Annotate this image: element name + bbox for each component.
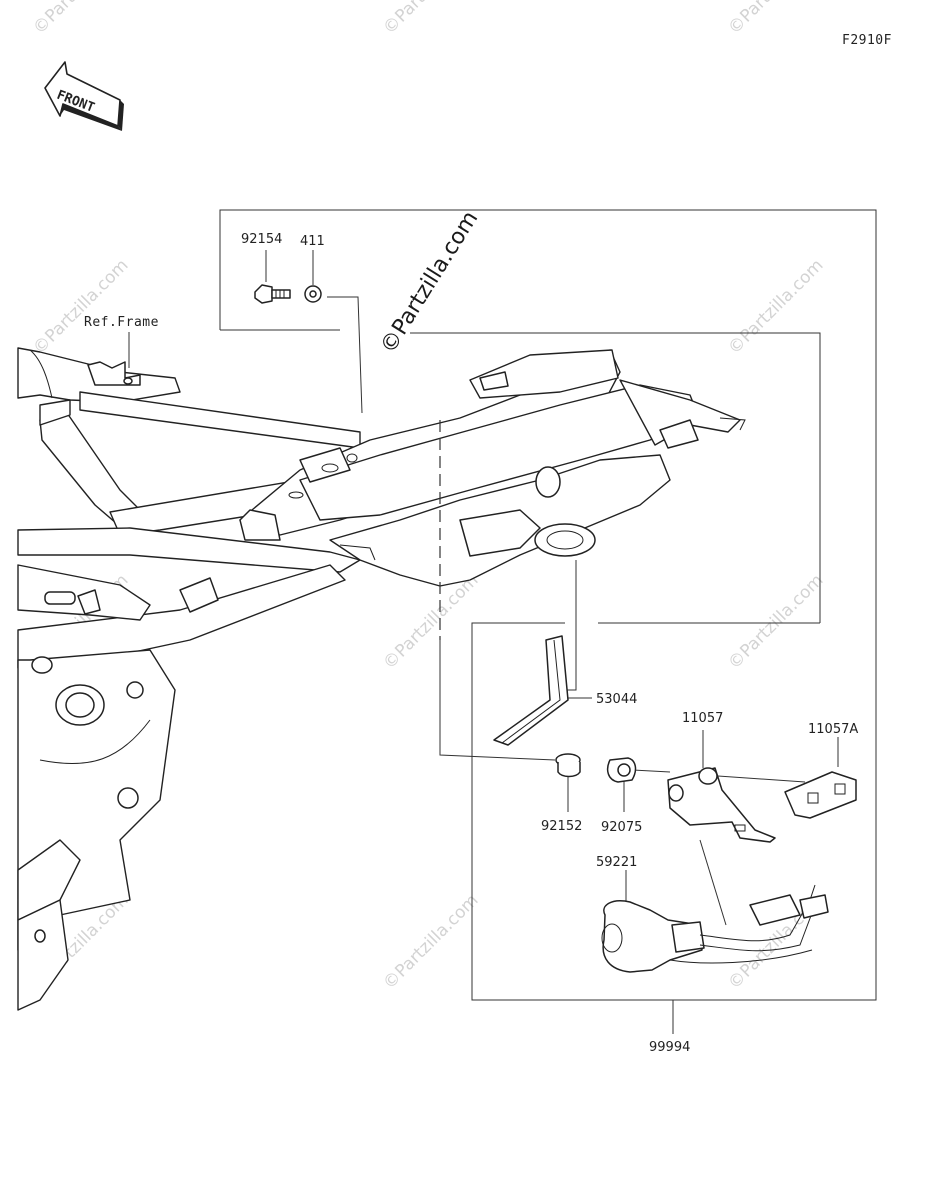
part-411-washer	[304, 285, 322, 303]
part-92154-bolt	[254, 284, 291, 304]
watermark: ©Partzilla.com	[29, 255, 132, 358]
part-label-53044: 53044	[596, 692, 637, 707]
watermark: ©Partzilla.com	[379, 0, 482, 39]
watermark: ©Partzilla.com	[29, 0, 132, 39]
watermark-main: ©Partzilla.com	[376, 207, 483, 358]
watermark: ©Partzilla.com	[379, 890, 482, 993]
watermark: ©Partzilla.com	[379, 570, 482, 673]
part-label-92075: 92075	[601, 820, 642, 835]
motorcycle-frame	[17, 347, 381, 1011]
kit-outline	[219, 209, 877, 1001]
part-labels: 92154 411 Ref.Frame 53044 11057 11057A 9…	[84, 232, 858, 1055]
part-label-11057A: 11057A	[808, 722, 858, 737]
part-label-92152: 92152	[541, 819, 582, 834]
part-53044-bracket	[493, 635, 569, 746]
figure-code: F2910F	[842, 33, 892, 48]
watermark: ©Partzilla.com	[724, 570, 827, 673]
part-label-92154: 92154	[241, 232, 282, 247]
part-92152-collar	[555, 753, 581, 778]
watermark: ©Partzilla.com	[724, 0, 827, 39]
part-11057A-bracket	[784, 771, 857, 819]
part-label-99994: 99994	[649, 1040, 690, 1055]
front-arrow-icon: FRONT	[44, 61, 124, 131]
part-59221-sensor	[601, 884, 829, 973]
part-label-11057: 11057	[682, 711, 723, 726]
part-92075-grommet	[606, 757, 637, 783]
leader-lines	[128, 250, 839, 1034]
rear-subframe	[239, 349, 746, 587]
ref-frame-label: Ref.Frame	[84, 315, 159, 330]
part-label-411: 411	[300, 234, 325, 249]
part-label-59221: 59221	[596, 855, 637, 870]
part-11057-bracket	[667, 767, 776, 843]
watermark: ©Partzilla.com	[724, 255, 827, 358]
